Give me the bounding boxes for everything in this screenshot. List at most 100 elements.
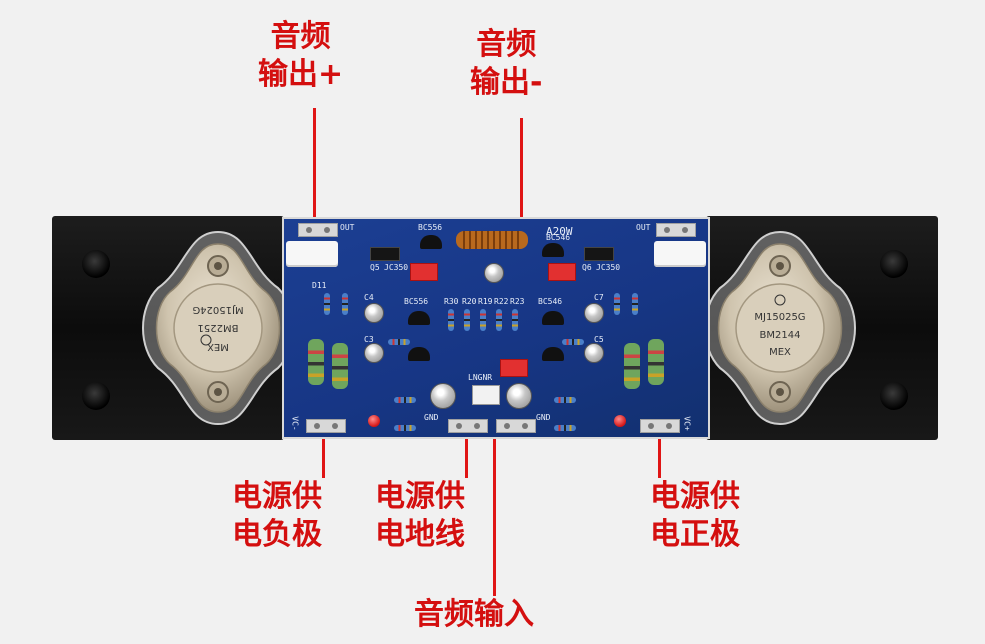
resistor [464,309,470,331]
electrolytic-capacitor-c5 [584,343,604,363]
electrolytic-capacitor-bottom-left [430,383,456,409]
transistor-small [542,347,564,361]
power-negative-terminal [306,419,346,433]
electrolytic-capacitor-bottom-right [506,383,532,409]
power-resistor [308,339,324,385]
power-resistor [624,343,640,389]
resistor [342,293,348,315]
silk-gnd-left: GND [424,413,439,422]
silk-bc556-mid: BC556 [404,297,429,306]
transistor-bc546-top [542,243,564,257]
pointer-audio-input [493,406,496,596]
electrolytic-capacitor [484,263,504,283]
silk-q6: Q6 [582,263,592,272]
mount-hole [880,382,908,410]
silk-r23: R23 [510,297,525,306]
transistor-bc556-mid [408,311,430,325]
driver-transistor-q5 [370,247,400,261]
label-audio-out-minus: 音频 输出- [470,27,543,100]
silk-input-header: LNGNR [468,373,493,382]
pointer-power-positive [658,420,661,478]
resistor [632,293,638,315]
mount-hole [82,250,110,278]
silk-jc350-right: JC350 [596,263,621,272]
transistor-part-right: MJ15025G [754,312,805,323]
silk-gnd-right: GND [536,413,551,422]
resistor [512,309,518,331]
pointer-audio-out-plus [313,108,316,218]
cement-resistor-right [654,241,706,267]
power-resistor [332,343,348,389]
silk-r20: R20 [462,297,477,306]
silk-bc556-top: BC556 [418,223,443,232]
resistor [324,293,330,315]
electrolytic-capacitor-c4 [364,303,384,323]
resistor [394,397,416,403]
resistor [480,309,486,331]
silk-vc-plus: VC+ [682,416,692,431]
driver-transistor-q6 [584,247,614,261]
amplifier-pcb: OUT A20W OUT Q5 JC350 Q6 JC350 BC556 BC5… [282,217,710,439]
silk-r19: R19 [478,297,493,306]
power-resistor [648,339,664,385]
label-audio-out-plus: 音频 输出+ [258,19,344,92]
power-positive-terminal [640,419,680,433]
resistor [554,425,576,431]
silk-c4: C4 [364,293,374,302]
silk-c7: C7 [594,293,604,302]
silk-r22: R22 [494,297,509,306]
transistor-code-right: BM2144 [760,330,801,341]
silk-d11: D11 [312,281,327,290]
output-inductor [456,231,528,249]
pointer-power-negative [322,420,325,478]
resistor [388,339,410,345]
transistor-origin-left: MEX [207,341,229,352]
silk-vc-minus: VC- [290,416,300,431]
silk-jc350-left: JC350 [384,263,409,272]
transistor-bc556-top [420,235,442,249]
audio-input-connector [472,385,500,405]
silk-q5: Q5 [370,263,380,272]
silk-out-left: OUT [340,223,355,232]
power-transistor-left: MEX BM2251 MJ15024G [142,230,294,426]
transistor-part-left: MJ15024G [192,304,243,315]
ground-terminal-left [448,419,488,433]
resistor [394,425,416,431]
label-power-ground: 电源供 电地线 [375,479,465,552]
silk-bc546-top: BC546 [546,233,571,242]
transistor-bc546-mid [542,311,564,325]
power-transistor-right: MJ15025G BM2144 MEX [704,230,856,426]
silk-out-right: OUT [636,223,651,232]
heatsink-left: MEX BM2251 MJ15024G [52,216,294,440]
silk-c3: C3 [364,335,374,344]
on-semi-logo-icon [774,294,786,306]
resistor [614,293,620,315]
output-plus-terminal [298,223,338,237]
silk-model: A20W [546,225,573,238]
silk-c5: C5 [594,335,604,344]
label-audio-input: 音频输入 [414,597,534,632]
electrolytic-capacitor-c3 [364,343,384,363]
ground-terminal-right [496,419,536,433]
label-power-negative: 电源供 电负极 [232,479,322,552]
silk-r30: R30 [444,297,459,306]
film-capacitor-left [410,263,438,281]
film-capacitor-center [500,359,528,377]
mount-hole [880,250,908,278]
on-semi-logo-icon [200,334,212,346]
pointer-power-ground [465,420,468,478]
indicator-led-left [368,415,380,427]
output-minus-terminal [656,223,696,237]
silk-bc546-mid: BC546 [538,297,563,306]
transistor-origin-right: MEX [769,347,791,358]
indicator-led-right [614,415,626,427]
resistor [448,309,454,331]
resistor [496,309,502,331]
resistor [554,397,576,403]
transistor-code-left: BM2251 [198,322,239,333]
electrolytic-capacitor-c7 [584,303,604,323]
film-capacitor-right [548,263,576,281]
cement-resistor-left [286,241,338,267]
mount-hole [82,382,110,410]
label-power-positive: 电源供 电正极 [650,479,740,552]
